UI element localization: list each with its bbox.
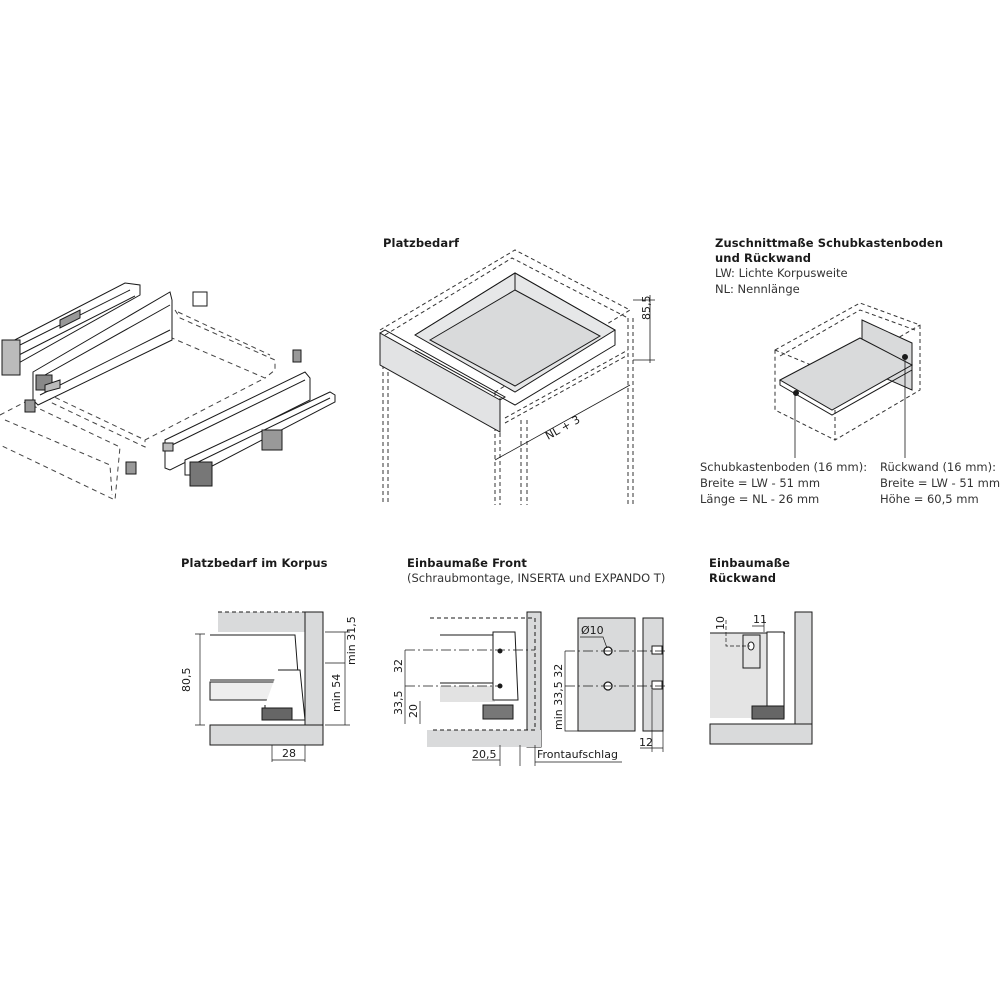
dim-11: 11 (753, 613, 767, 626)
exploded-drawer-assembly (0, 282, 336, 501)
dim-12: 12 (639, 736, 653, 749)
rueckwand-label: Rückwand (16 mm): (880, 460, 996, 474)
front-installation-drawing (404, 611, 665, 766)
cut-dimensions-drawing (774, 302, 921, 458)
front-title: Einbaumaße Front (407, 556, 527, 570)
space-requirement-drawing (379, 249, 655, 505)
legend-lw: LW: Lichte Korpusweite (715, 266, 848, 280)
rueckwand-einbau-title-line2: Rückwand (709, 571, 777, 585)
dim-nl-plus-3: NL + 3 (543, 413, 582, 443)
legend-nl: NL: Nennlänge (715, 282, 800, 296)
rueckwand-breite: Breite = LW - 51 mm (880, 476, 1000, 490)
rueckwand-hoehe: Höhe = 60,5 mm (880, 492, 979, 506)
boden-label: Schubkastenboden (16 mm): (700, 460, 868, 474)
rueckwand-einbau-title-line1: Einbaumaße (709, 556, 790, 570)
dim-min-54: min 54 (330, 674, 343, 712)
dim-20: 20 (407, 704, 420, 718)
cabinet-space-drawing (195, 611, 350, 762)
zuschnitt-title-line2: und Rückwand (715, 251, 812, 265)
dim-85-5: 85,5 (640, 296, 653, 321)
frontaufschlag-label: Frontaufschlag (537, 748, 618, 761)
boden-laenge: Länge = NL - 26 mm (700, 492, 820, 506)
zuschnitt-title-line1: Zuschnittmaße Schubkastenboden (715, 236, 944, 250)
dim-10: 10 (714, 616, 727, 630)
dim-diameter-10: Ø10 (581, 624, 604, 637)
dim-min-31-5: min 31,5 (345, 616, 358, 665)
korpus-title: Platzbedarf im Korpus (181, 556, 328, 570)
dim-28: 28 (282, 747, 296, 760)
dim-33-5: 33,5 (392, 691, 405, 716)
platzbedarf-title: Platzbedarf (383, 236, 460, 250)
dim-min-33-5-32: min 33,5 32 (552, 664, 565, 730)
back-panel-installation-drawing (709, 611, 813, 745)
front-subtitle: (Schraubmontage, INSERTA und EXPANDO T) (407, 571, 666, 585)
dim-20-5: 20,5 (472, 748, 497, 761)
boden-breite: Breite = LW - 51 mm (700, 476, 821, 490)
dim-80-5: 80,5 (180, 668, 193, 693)
dim-32: 32 (392, 659, 405, 673)
